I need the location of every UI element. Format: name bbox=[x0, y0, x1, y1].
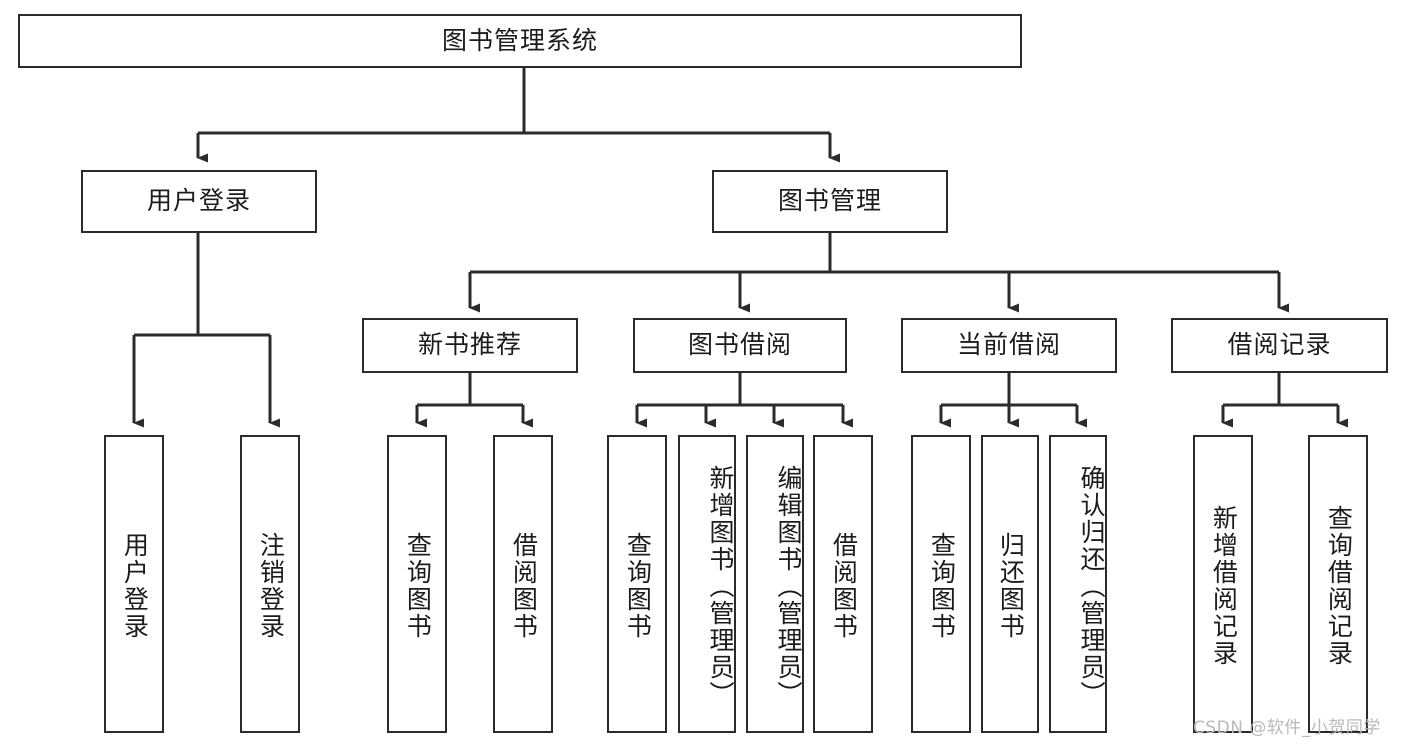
node-label: 借阅图书 bbox=[829, 532, 859, 640]
leaf-add-book-admin[interactable]: 新增图书（管理员） bbox=[678, 435, 736, 733]
node-user-login[interactable]: 用户登录 bbox=[81, 170, 317, 233]
leaf-confirm-return-admin[interactable]: 确认归还（管理员） bbox=[1049, 435, 1107, 733]
node-label: 新增图书（管理员） bbox=[706, 464, 735, 708]
node-label: 用户登录 bbox=[120, 532, 150, 640]
leaf-add-borrow-record[interactable]: 新增借阅记录 bbox=[1193, 435, 1253, 733]
node-label: 确认归还（管理员） bbox=[1077, 464, 1106, 708]
node-new-book-recommend[interactable]: 新书推荐 bbox=[362, 318, 578, 373]
node-label: 借阅记录 bbox=[1227, 330, 1332, 360]
node-book-borrow[interactable]: 图书借阅 bbox=[633, 318, 847, 373]
leaf-query-borrow-record[interactable]: 查询借阅记录 bbox=[1308, 435, 1368, 733]
node-label: 新增借阅记录 bbox=[1209, 505, 1239, 667]
node-label: 当前借阅 bbox=[956, 330, 1061, 360]
node-label: 图书管理系统 bbox=[441, 25, 598, 55]
node-borrow-record[interactable]: 借阅记录 bbox=[1171, 318, 1388, 373]
node-label: 查询图书 bbox=[403, 532, 433, 640]
leaf-return-book[interactable]: 归还图书 bbox=[981, 435, 1039, 733]
csdn-watermark: CSDN @软件_小贺同学 bbox=[1193, 718, 1381, 738]
node-label: 查询图书 bbox=[623, 532, 653, 640]
leaf-query-book-recommend[interactable]: 查询图书 bbox=[387, 435, 447, 733]
node-label: 归还图书 bbox=[996, 532, 1026, 640]
leaf-query-book-current[interactable]: 查询图书 bbox=[911, 435, 971, 733]
node-label: 图书借阅 bbox=[687, 330, 792, 360]
node-label: 查询图书 bbox=[927, 532, 957, 640]
node-book-manage[interactable]: 图书管理 bbox=[712, 170, 948, 233]
leaf-borrow-book[interactable]: 借阅图书 bbox=[813, 435, 873, 733]
node-label: 用户登录 bbox=[146, 186, 251, 216]
node-label: 借阅图书 bbox=[509, 532, 539, 640]
leaf-borrow-book-recommend[interactable]: 借阅图书 bbox=[493, 435, 553, 733]
node-book-management-system[interactable]: 图书管理系统 bbox=[18, 14, 1022, 68]
leaf-user-login[interactable]: 用户登录 bbox=[104, 435, 164, 733]
node-label: 注销登录 bbox=[256, 532, 286, 640]
leaf-query-book-borrow[interactable]: 查询图书 bbox=[607, 435, 667, 733]
node-label: 新书推荐 bbox=[417, 330, 522, 360]
node-label: 图书管理 bbox=[777, 186, 882, 216]
leaf-logout-login[interactable]: 注销登录 bbox=[240, 435, 300, 733]
node-current-borrow[interactable]: 当前借阅 bbox=[901, 318, 1117, 373]
node-label: 查询借阅记录 bbox=[1324, 505, 1354, 667]
node-label: 编辑图书（管理员） bbox=[774, 464, 803, 708]
leaf-edit-book-admin[interactable]: 编辑图书（管理员） bbox=[746, 435, 804, 733]
